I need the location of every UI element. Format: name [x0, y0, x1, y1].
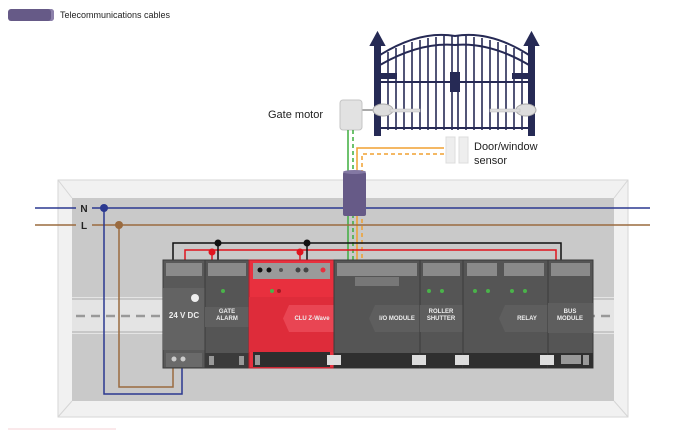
module-title-roller-1: ROLLER	[429, 309, 454, 315]
legend-label-telecom: Telecommunications cables	[60, 10, 171, 20]
gate-motor-label: Gate motor	[268, 109, 324, 121]
legend-swatch-telecom	[8, 9, 54, 21]
module-titles: 24 V DC GATE ALARM CLU Z-Wave I/O MODULE…	[169, 309, 583, 322]
mains-wires	[35, 204, 650, 395]
module-title-io: I/O MODULE	[379, 316, 415, 322]
module-io[interactable]	[333, 259, 421, 369]
bus-connectors	[327, 355, 554, 365]
bus-wires	[172, 239, 562, 262]
module-title-relay: RELAY	[517, 316, 537, 322]
module-clu-z-wave[interactable]	[248, 259, 335, 369]
module-title-roller-2: SHUTTER	[427, 316, 456, 322]
neutral-label: N	[80, 204, 87, 215]
module-title-power-supply: 24 V DC	[169, 311, 199, 320]
module-title-bus-1: BUS	[564, 309, 577, 315]
module-title-bus-2: MODULE	[557, 316, 583, 322]
module-power-supply[interactable]	[162, 259, 206, 369]
module-title-gate-alarm-2: ALARM	[216, 316, 238, 322]
door-sensor-label-line2: sensor	[474, 155, 508, 167]
door-window-sensor	[445, 136, 469, 164]
live-label: L	[81, 221, 87, 232]
module-relay[interactable]	[462, 259, 549, 369]
module-gate-alarm[interactable]	[204, 259, 250, 369]
module-title-gate-alarm-1: GATE	[219, 309, 235, 315]
gate-illustration	[369, 30, 540, 136]
module-title-clu: CLU Z-Wave	[294, 316, 330, 322]
din-modules: 24 V DC GATE ALARM CLU Z-Wave I/O MODULE…	[162, 259, 594, 369]
door-sensor-label-line1: Door/window	[474, 141, 538, 153]
telecom-cable	[343, 170, 366, 216]
module-bus[interactable]	[547, 259, 594, 369]
gate-actuator-arms	[362, 103, 537, 117]
gate-motor-box	[339, 99, 363, 131]
